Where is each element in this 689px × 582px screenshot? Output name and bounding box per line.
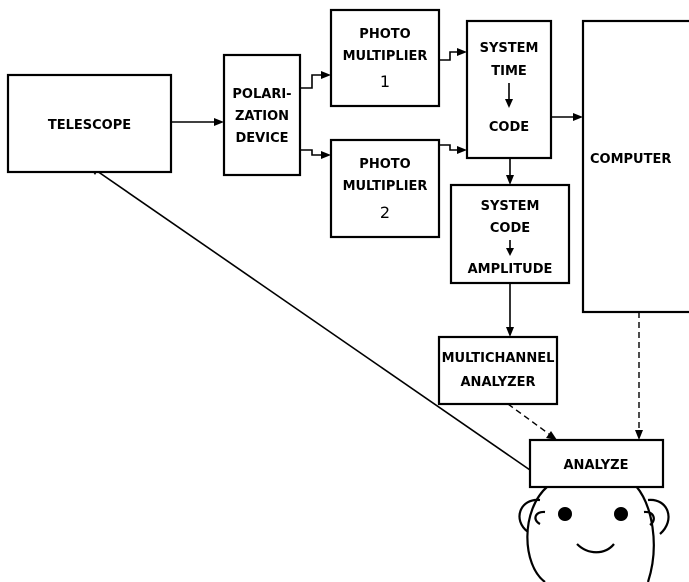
connectors [89,48,643,471]
telescope-box-frame [6,73,173,174]
edge-analyze-to-telescope [96,170,531,471]
system-code-amplitude-box: SYSTEM CODE AMPLITUDE [449,183,571,285]
analyst-face-illustration [518,485,670,582]
system-code-label-amplitude: AMPLITUDE [468,262,553,277]
polarization-label-line-1: POLARI- [232,87,291,102]
polarization-label-line-2: ZATION [235,109,289,124]
pm1-label-line-1: PHOTO [359,27,410,42]
pm2-label-number: 2 [380,203,390,222]
arrowhead-polarization-to-pm2 [321,151,331,159]
system-code-label-line-2: CODE [490,221,530,236]
pm1-label-number: 1 [380,72,390,91]
system-code-inner-arrow-icon [506,248,514,256]
left-eye-icon [558,507,572,521]
computer-frame [581,19,689,314]
polarization-device-box: POLARI- ZATION DEVICE [222,53,302,177]
multichannel-label-line-2: ANALYZER [461,375,536,390]
arrowhead-polarization-to-pm1 [321,71,331,79]
arrowhead-system-time-to-computer [573,113,583,121]
left-ear-inner [534,510,546,525]
arrowhead-computer-to-analyze [635,430,643,440]
photo-multiplier-2-box: PHOTO MULTIPLIER 2 [329,138,441,239]
arrowhead-telescope-to-polarization [214,118,224,126]
polarization-label-line-3: DEVICE [236,131,289,146]
face-right-cheek [635,485,655,582]
photo-multiplier-1-box: PHOTO MULTIPLIER 1 [329,8,441,108]
pm2-label-line-1: PHOTO [359,157,410,172]
photo-multiplier-1-frame [329,8,441,108]
system-code-label-line-1: SYSTEM [481,199,540,214]
edge-pm2-to-system-time [439,144,458,151]
computer-box: COMPUTER [581,19,689,314]
analyze-label: ANALYZE [564,458,629,473]
system-time-label-line-1: SYSTEM [480,41,539,56]
telescope-box: TELESCOPE [6,73,173,174]
system-time-code-box: SYSTEM TIME CODE [465,19,553,160]
system-time-label-code: CODE [489,120,529,135]
arrowhead-system-code-to-multichannel [506,327,514,337]
pm2-label-line-2: MULTIPLIER [343,179,428,194]
edge-polarization-to-pm2 [300,149,322,156]
polarization-device-frame [222,53,302,177]
arrowhead-pm2-to-system-time [457,146,467,154]
computer-label: COMPUTER [590,152,671,167]
right-ear-icon [647,498,670,535]
arrowhead-multichannel-to-analyze [546,431,557,440]
telescope-label: TELESCOPE [48,118,131,133]
multichannel-label-line-1: MULTICHANNEL [442,351,555,366]
left-ear-icon [518,498,541,533]
analyze-box: ANALYZE [528,438,665,489]
photo-multiplier-2-frame [329,138,441,239]
face-left-cheek [526,485,549,582]
arrowhead-pm1-to-system-time [457,48,467,56]
edge-polarization-to-pm1 [300,74,322,89]
system-time-inner-arrow-icon [505,99,513,108]
pm1-label-line-2: MULTIPLIER [343,49,428,64]
arrowhead-system-time-to-system-code [506,175,514,185]
system-time-label-line-2: TIME [491,64,527,79]
multichannel-analyzer-box: MULTICHANNEL ANALYZER [437,335,559,406]
multichannel-analyzer-frame [437,335,559,406]
edge-multichannel-to-analyze [507,403,550,435]
edge-pm1-to-system-time [439,51,458,61]
system-code-amplitude-frame [449,183,571,285]
right-eye-icon [614,507,628,521]
right-ear-inner [643,510,655,526]
smile-icon [576,543,615,554]
analyze-frame [528,438,665,489]
